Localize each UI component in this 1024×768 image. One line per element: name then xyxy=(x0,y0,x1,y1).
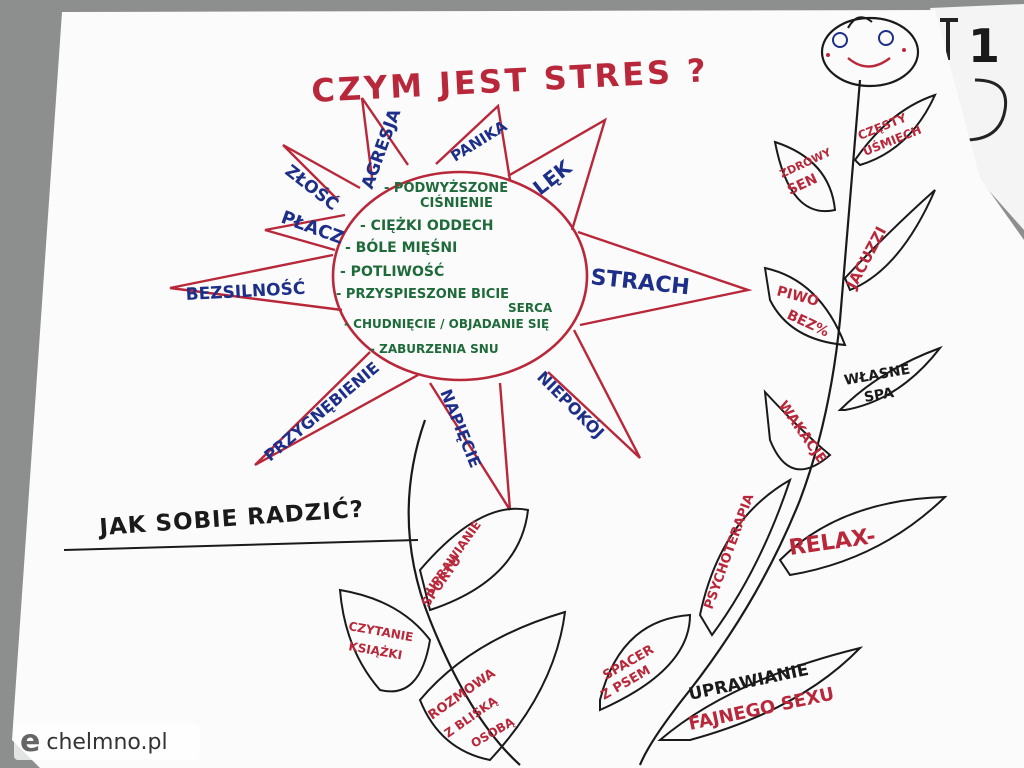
second-sheet-marks xyxy=(940,18,958,60)
symptom-line: - CIĘŻKI ODDECH xyxy=(360,217,494,234)
leaf-label: SPA xyxy=(863,385,895,406)
symptom-line: - PRZYSPIESZONE BICIE xyxy=(336,287,509,302)
symptom-line: - ZABURZENIA SNU xyxy=(370,342,499,356)
watermark: e chelmno.pl xyxy=(14,724,200,760)
second-sheet xyxy=(930,4,1024,230)
watermark-text: chelmno.pl xyxy=(46,729,168,755)
flower-stem xyxy=(407,79,862,766)
second-sheet-scribble xyxy=(964,78,1008,142)
symptom-list: - PODWYŻSZONE CIŚNIENIE - CIĘŻKI ODDECH … xyxy=(336,180,553,356)
symptom-line: - PODWYŻSZONE xyxy=(384,180,508,196)
watermark-logo-icon: e xyxy=(20,724,41,759)
symptom-line: - BÓLE MIĘŚNI xyxy=(345,238,457,256)
flipchart-paper xyxy=(12,10,1024,768)
symptom-line: - POTLIWOŚĆ xyxy=(340,262,444,280)
symptom-line: SERCA xyxy=(508,301,553,315)
sun-center xyxy=(331,170,589,382)
corner-mark: 1 xyxy=(968,19,1000,73)
sun-rays xyxy=(169,97,753,511)
question-underline xyxy=(63,539,419,551)
smiley-flower-icon xyxy=(820,16,920,88)
leaves xyxy=(338,93,948,762)
symptom-line: - CHUDNIĘCIE / OBJADANIE SIĘ xyxy=(344,317,549,331)
symptom-line: CIŚNIENIE xyxy=(420,195,493,211)
